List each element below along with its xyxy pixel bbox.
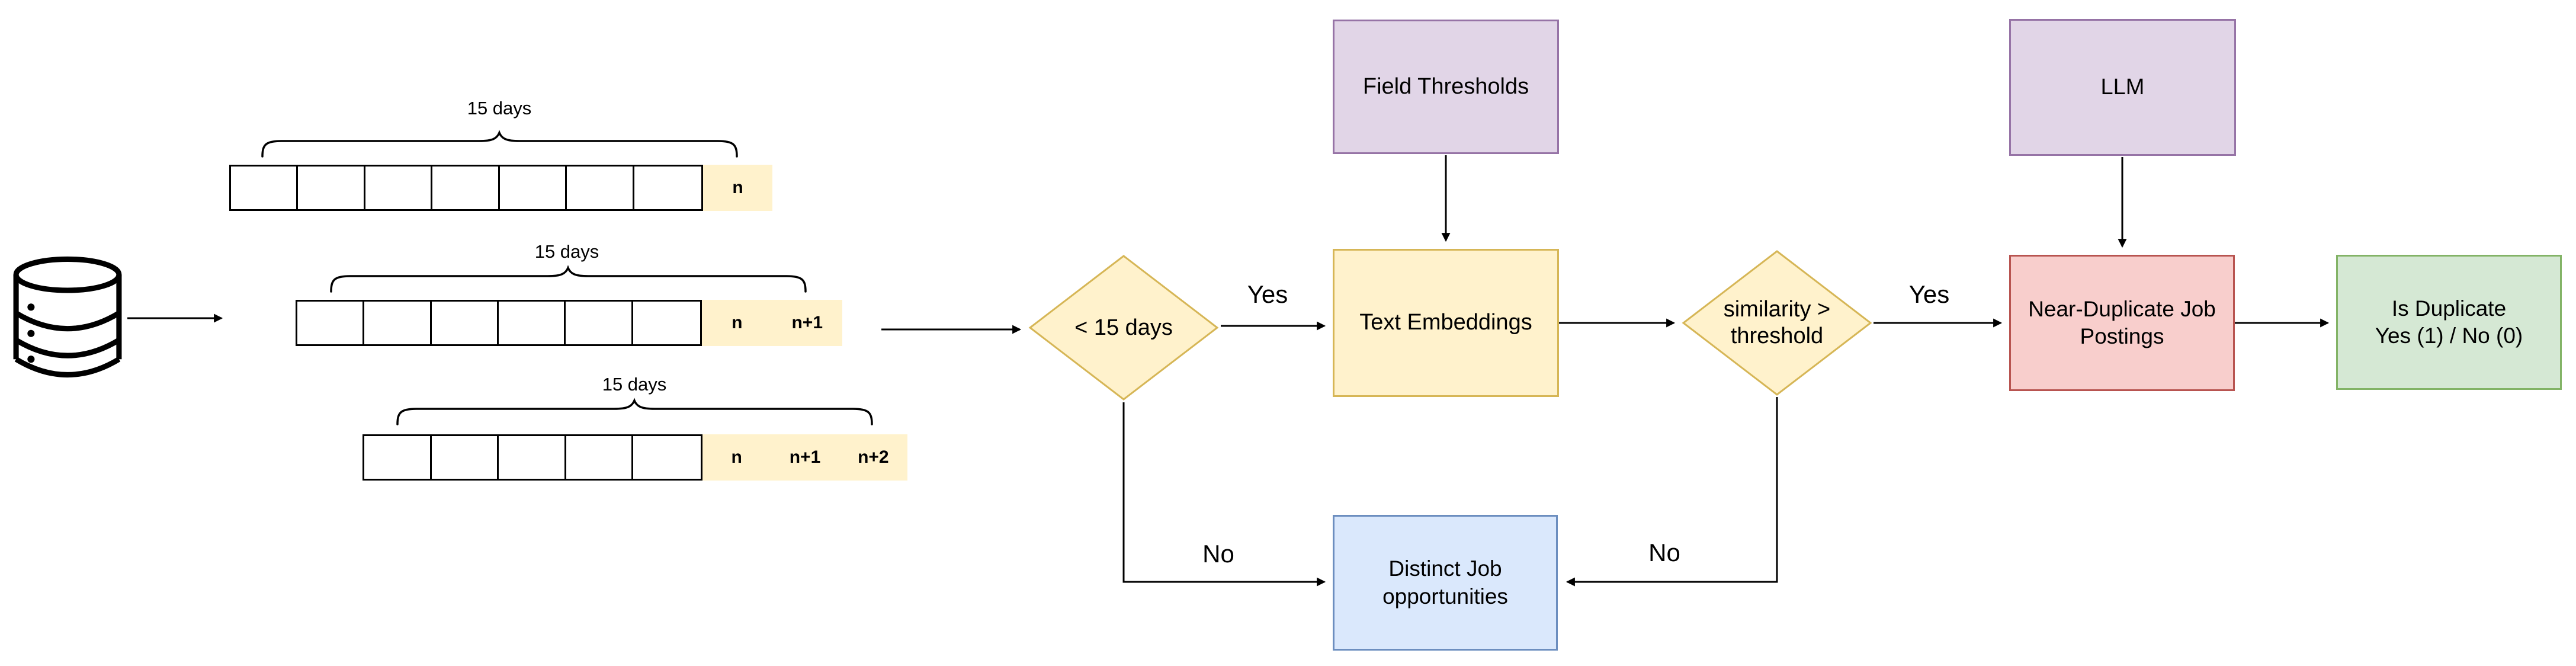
connector-days-no-to-distinct	[1122, 402, 1326, 587]
is-duplicate-node: Is Duplicate Yes (1) / No (0)	[2336, 255, 2562, 390]
near-duplicate-line1: Near-Duplicate Job	[2028, 296, 2216, 321]
text-embeddings-label: Text Embeddings	[1359, 310, 1532, 335]
days-decision-text: < 15 days	[1074, 315, 1173, 340]
highlight-cell-label: n	[732, 178, 743, 197]
field-thresholds-node: Field Thresholds	[1333, 20, 1559, 154]
timeline-row1-cells	[229, 165, 703, 211]
near-duplicate-node: Near-Duplicate Job Postings	[2009, 255, 2235, 391]
distinct-jobs-line1: Distinct Job	[1388, 556, 1502, 581]
brace-row1	[261, 130, 738, 158]
timeline-cell	[365, 166, 433, 209]
field-thresholds-label: Field Thresholds	[1362, 73, 1529, 99]
similarity-decision-text-line1: similarity >	[1723, 297, 1831, 322]
timeline-cell	[298, 166, 365, 209]
timeline-cell	[432, 166, 500, 209]
days-decision-label: < 15 days	[1029, 255, 1218, 401]
days-decision-diamond	[1028, 255, 1219, 401]
similarity-decision-diamond	[1682, 250, 1872, 396]
timeline-cell	[567, 166, 634, 209]
timeline-cell	[297, 302, 365, 344]
timeline-cell	[633, 436, 701, 479]
distinct-jobs-node: Distinct Job opportunities	[1333, 515, 1558, 651]
near-duplicate-line2: Postings	[2080, 324, 2164, 348]
highlight-cell-label: n	[731, 447, 742, 467]
window-label-row2: 15 days	[534, 241, 599, 262]
edge-label-yes-days: Yes	[1247, 280, 1288, 308]
timeline-cell	[432, 436, 499, 479]
window-label-row1: 15 days	[467, 98, 532, 119]
is-duplicate-line2: Yes (1) / No (0)	[2375, 324, 2523, 348]
timeline-cell	[499, 436, 566, 479]
edge-label-yes-similarity: Yes	[1908, 280, 1950, 308]
timeline-cell	[500, 166, 567, 209]
text-embeddings-node: Text Embeddings	[1333, 249, 1559, 397]
is-duplicate-label: Is Duplicate Yes (1) / No (0)	[2375, 295, 2523, 350]
timeline-cell	[499, 302, 566, 344]
similarity-decision-label: similarity > threshold	[1682, 250, 1872, 396]
connector-similarity-no-to-distinct	[1566, 397, 1778, 587]
brace-row3	[396, 398, 873, 425]
llm-node: LLM	[2009, 19, 2236, 156]
timeline-cell	[566, 436, 634, 479]
window-label-row3: 15 days	[602, 374, 667, 395]
timeline-row3-highlight: n n+1 n+2	[702, 434, 907, 481]
timeline-cell	[432, 302, 499, 344]
highlight-cell-label: n	[732, 313, 743, 332]
timeline-row2-highlight: n n+1	[702, 300, 842, 346]
edge-label-no-similarity: No	[1648, 539, 1680, 566]
timeline-cell	[633, 302, 700, 344]
highlight-cell-label: n+1	[789, 447, 821, 467]
edge-label-no-days: No	[1202, 540, 1234, 568]
timeline-cell	[634, 166, 701, 209]
near-duplicate-label: Near-Duplicate Job Postings	[2028, 296, 2216, 351]
distinct-jobs-line2: opportunities	[1382, 584, 1508, 609]
timeline-cell	[364, 436, 432, 479]
timeline-row2-cells	[296, 300, 702, 346]
timeline-cell	[231, 166, 299, 209]
is-duplicate-line1: Is Duplicate	[2391, 296, 2507, 321]
distinct-jobs-label: Distinct Job opportunities	[1382, 555, 1508, 610]
similarity-decision-text-line2: threshold	[1730, 324, 1824, 348]
highlight-cell-label: n+1	[791, 313, 823, 332]
database-icon	[13, 256, 122, 378]
timeline-row3-cells	[362, 434, 702, 481]
highlight-cell-label: n+2	[858, 447, 889, 467]
timeline-row1-highlight: n	[703, 165, 772, 211]
timeline-cell	[364, 302, 432, 344]
brace-row2	[330, 265, 807, 293]
timeline-cell	[566, 302, 633, 344]
llm-label: LLM	[2100, 74, 2145, 100]
